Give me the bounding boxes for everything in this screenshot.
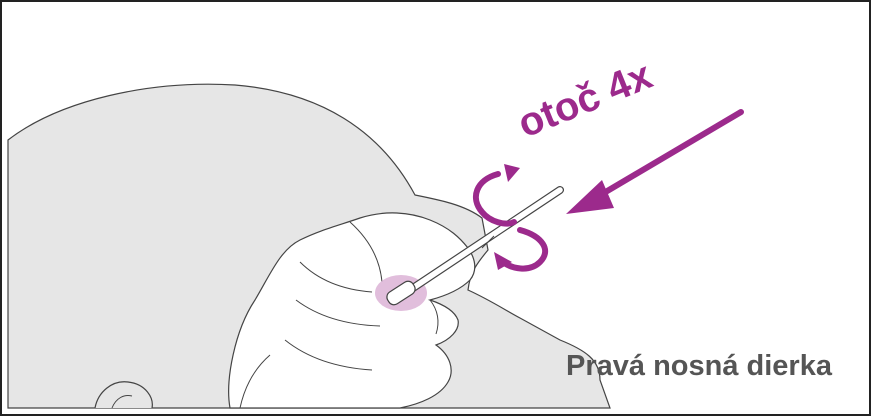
caption: Pravá nosná dierka [566, 346, 866, 386]
rotate-icon [476, 164, 545, 270]
